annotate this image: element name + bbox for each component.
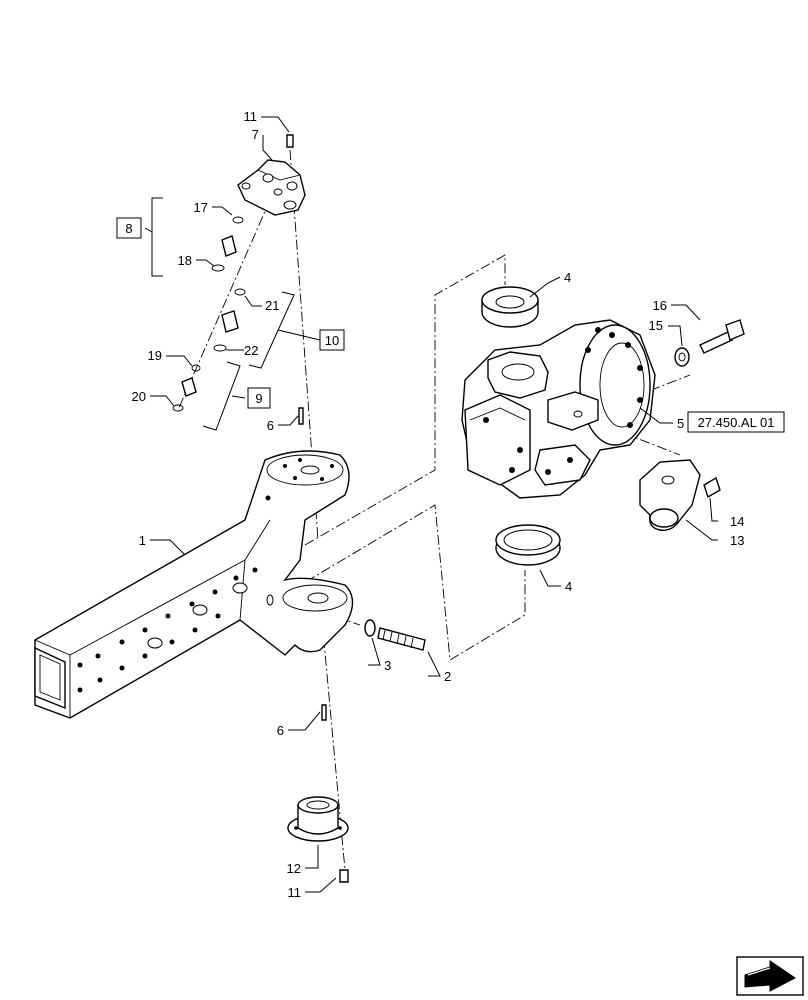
sensor-block (237, 159, 306, 216)
callout-21: 21 (265, 298, 279, 313)
callout-7: 7 (252, 127, 259, 142)
seal-top (481, 286, 539, 328)
cross-reference-box: 27.450.AL 01 (687, 411, 785, 433)
ref-8-label: 8 (125, 221, 132, 236)
callout-5: 5 (677, 416, 684, 431)
bolt-14 (703, 476, 721, 499)
bolts (286, 134, 349, 883)
callout-numbers: 11 7 17 18 21 22 19 20 6 1 6 12 11 3 2 4… (132, 109, 745, 900)
callout-3: 3 (384, 658, 391, 673)
spacer-15 (674, 347, 690, 367)
callout-6-top: 6 (267, 418, 274, 433)
ref-box-8: 8 (116, 217, 142, 239)
leader-lines (150, 116, 718, 893)
callout-11-top: 11 (244, 109, 258, 124)
ref-box-10: 10 (319, 329, 345, 351)
callout-4-bottom: 4 (565, 579, 572, 594)
hub-assembly (461, 319, 656, 499)
callout-12: 12 (287, 861, 301, 876)
callout-4-top: 4 (564, 270, 571, 285)
sensor-components (172, 216, 246, 412)
callout-20: 20 (132, 389, 146, 404)
callout-11-bottom: 11 (288, 885, 302, 900)
callout-16: 16 (653, 298, 667, 313)
callout-13: 13 (730, 533, 744, 548)
callout-15: 15 (649, 318, 663, 333)
flange-bushing (287, 796, 349, 842)
bracket (639, 459, 701, 531)
ref-box-9: 9 (247, 387, 271, 409)
callout-22: 22 (244, 343, 258, 358)
callout-6-bottom: 6 (277, 723, 284, 738)
callout-18: 18 (178, 253, 192, 268)
callout-14: 14 (730, 514, 744, 529)
ref-10-label: 10 (325, 333, 339, 348)
seal-bottom (495, 524, 561, 566)
cross-reference-label: 27.450.AL 01 (698, 415, 775, 430)
axle-beam (34, 450, 354, 719)
ref-9-label: 9 (255, 391, 262, 406)
beam-holes (77, 495, 274, 693)
callout-2: 2 (444, 669, 451, 684)
pin-and-nut (364, 619, 426, 651)
group-brackets (144, 197, 321, 431)
bolt-16 (699, 319, 745, 354)
callout-19: 19 (148, 348, 162, 363)
callout-1: 1 (139, 533, 146, 548)
callout-17: 17 (194, 200, 208, 215)
next-page-arrow-icon[interactable] (736, 956, 804, 996)
